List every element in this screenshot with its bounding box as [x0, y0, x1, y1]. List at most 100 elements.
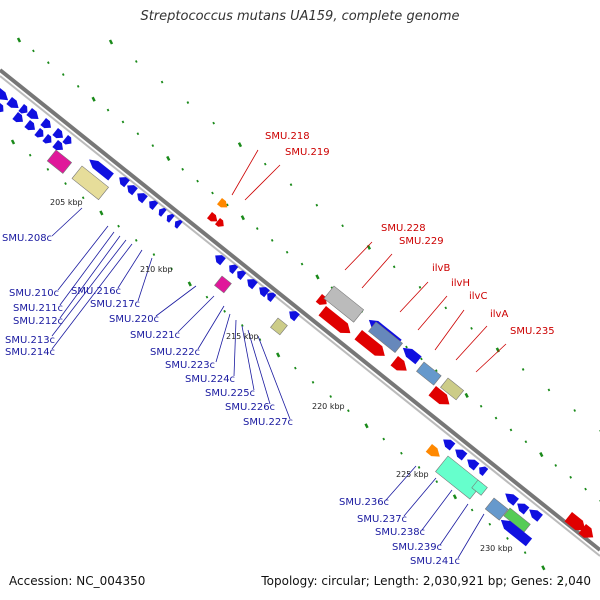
tick-mark: [488, 522, 492, 526]
scale-label: 225 kbp: [396, 470, 429, 479]
tick-mark: [559, 579, 562, 583]
tick-mark: [99, 210, 104, 216]
leader-line: [231, 149, 259, 196]
forward-gene: [578, 524, 594, 538]
tick-mark: [584, 487, 587, 491]
tick-mark: [212, 121, 215, 125]
tick-mark: [341, 224, 344, 228]
tick-mark: [392, 265, 396, 269]
leader-line: [439, 503, 469, 546]
gene-label-forward: SMU.229: [399, 236, 444, 247]
tick-mark: [258, 338, 262, 342]
reverse-gene: [34, 128, 44, 138]
tick-mark: [240, 215, 245, 221]
leader-line: [457, 513, 485, 559]
tick-mark: [479, 404, 483, 408]
gene-label-reverse: SMU.222c: [150, 347, 200, 358]
tick-mark: [506, 537, 509, 540]
tick-mark: [46, 167, 50, 171]
leader-line: [51, 239, 127, 337]
tick-mark: [405, 345, 408, 349]
tick-mark: [187, 281, 192, 287]
forward-gene: [428, 386, 450, 405]
gene-label-forward: SMU.235: [510, 326, 555, 337]
leader-line: [59, 231, 115, 306]
tick-mark: [64, 182, 67, 185]
forward-gene: [564, 512, 586, 531]
reverse-gene: [127, 185, 138, 196]
reverse-gene: [215, 255, 226, 266]
reverse-gene: [119, 177, 130, 188]
tick-mark: [211, 191, 214, 195]
tick-marks: [10, 37, 600, 583]
reverse-gene: [137, 193, 148, 204]
gene-label-reverse: SMU.237c: [357, 514, 407, 525]
tick-mark: [186, 101, 190, 104]
reverse-gene: [52, 128, 63, 139]
reverse-gene: [505, 493, 519, 506]
leader-line: [257, 335, 291, 420]
forward-gene: [354, 330, 385, 356]
tick-mark: [276, 352, 281, 358]
feature-box: [440, 377, 465, 401]
topology-text: Topology: circular; Length: 2,030,921 bp…: [261, 574, 591, 588]
gene-labels: SMU.218SMU.219SMU.228SMU.229ilvBilvHilvC…: [2, 131, 555, 567]
tick-mark: [136, 132, 140, 136]
reverse-gene: [237, 270, 247, 281]
tick-mark: [241, 324, 244, 327]
reverse-gene: [42, 134, 52, 144]
gene-label-reverse: SMU.208c: [2, 233, 52, 244]
tick-mark: [205, 295, 209, 299]
tick-mark: [16, 37, 22, 43]
tick-mark: [417, 466, 421, 469]
gene-label-reverse: SMU.220c: [109, 314, 159, 325]
tick-mark: [237, 142, 243, 148]
tick-mark: [573, 409, 577, 412]
gene-label-reverse: SMU.241c: [410, 556, 460, 567]
leader-line: [155, 285, 197, 317]
leader-line: [399, 281, 429, 313]
reverse-gene: [24, 120, 35, 131]
tick-mark: [452, 494, 458, 500]
feature-box: [270, 317, 288, 336]
leader-line: [197, 305, 225, 350]
tick-mark: [61, 73, 65, 76]
leader-line: [57, 225, 109, 291]
scale-label: 210 kbp: [140, 265, 173, 274]
tick-mark: [263, 162, 267, 166]
reverse-gene: [166, 213, 175, 223]
gene-label-reverse: SMU.221c: [130, 330, 180, 341]
tick-mark: [106, 108, 110, 112]
reverse-gene: [259, 287, 270, 298]
tick-mark: [509, 428, 513, 432]
gene-label-forward: SMU.218: [265, 131, 310, 142]
gene-label-reverse: SMU.210c: [9, 288, 59, 299]
forward-gene: [215, 218, 224, 227]
gene-label-reverse: SMU.223c: [165, 360, 215, 371]
tick-mark: [524, 440, 528, 444]
feature-box: [416, 361, 442, 386]
leader-line: [177, 295, 215, 333]
leader-line: [137, 257, 153, 302]
reverse-gene: [149, 200, 159, 211]
leader-line: [417, 295, 448, 331]
leader-line: [241, 325, 255, 391]
feature-box: [71, 165, 109, 201]
scale-label: 215 kbp: [226, 332, 259, 341]
gene-label-reverse: SMU.212c: [13, 316, 63, 327]
forward-gene: [315, 294, 327, 305]
feature-box: [484, 497, 509, 521]
reverse-gene: [479, 466, 489, 477]
tick-mark: [32, 49, 35, 53]
reverse-gene: [158, 207, 167, 217]
accession-text: Accession: NC_004350: [9, 574, 146, 588]
leader-line: [475, 343, 507, 373]
tick-mark: [329, 395, 332, 398]
leader-line: [434, 309, 465, 351]
tick-mark: [420, 357, 423, 361]
leader-line: [215, 313, 231, 363]
reverse-gene: [0, 103, 4, 113]
tick-mark: [435, 480, 439, 484]
leader-line: [51, 207, 83, 237]
